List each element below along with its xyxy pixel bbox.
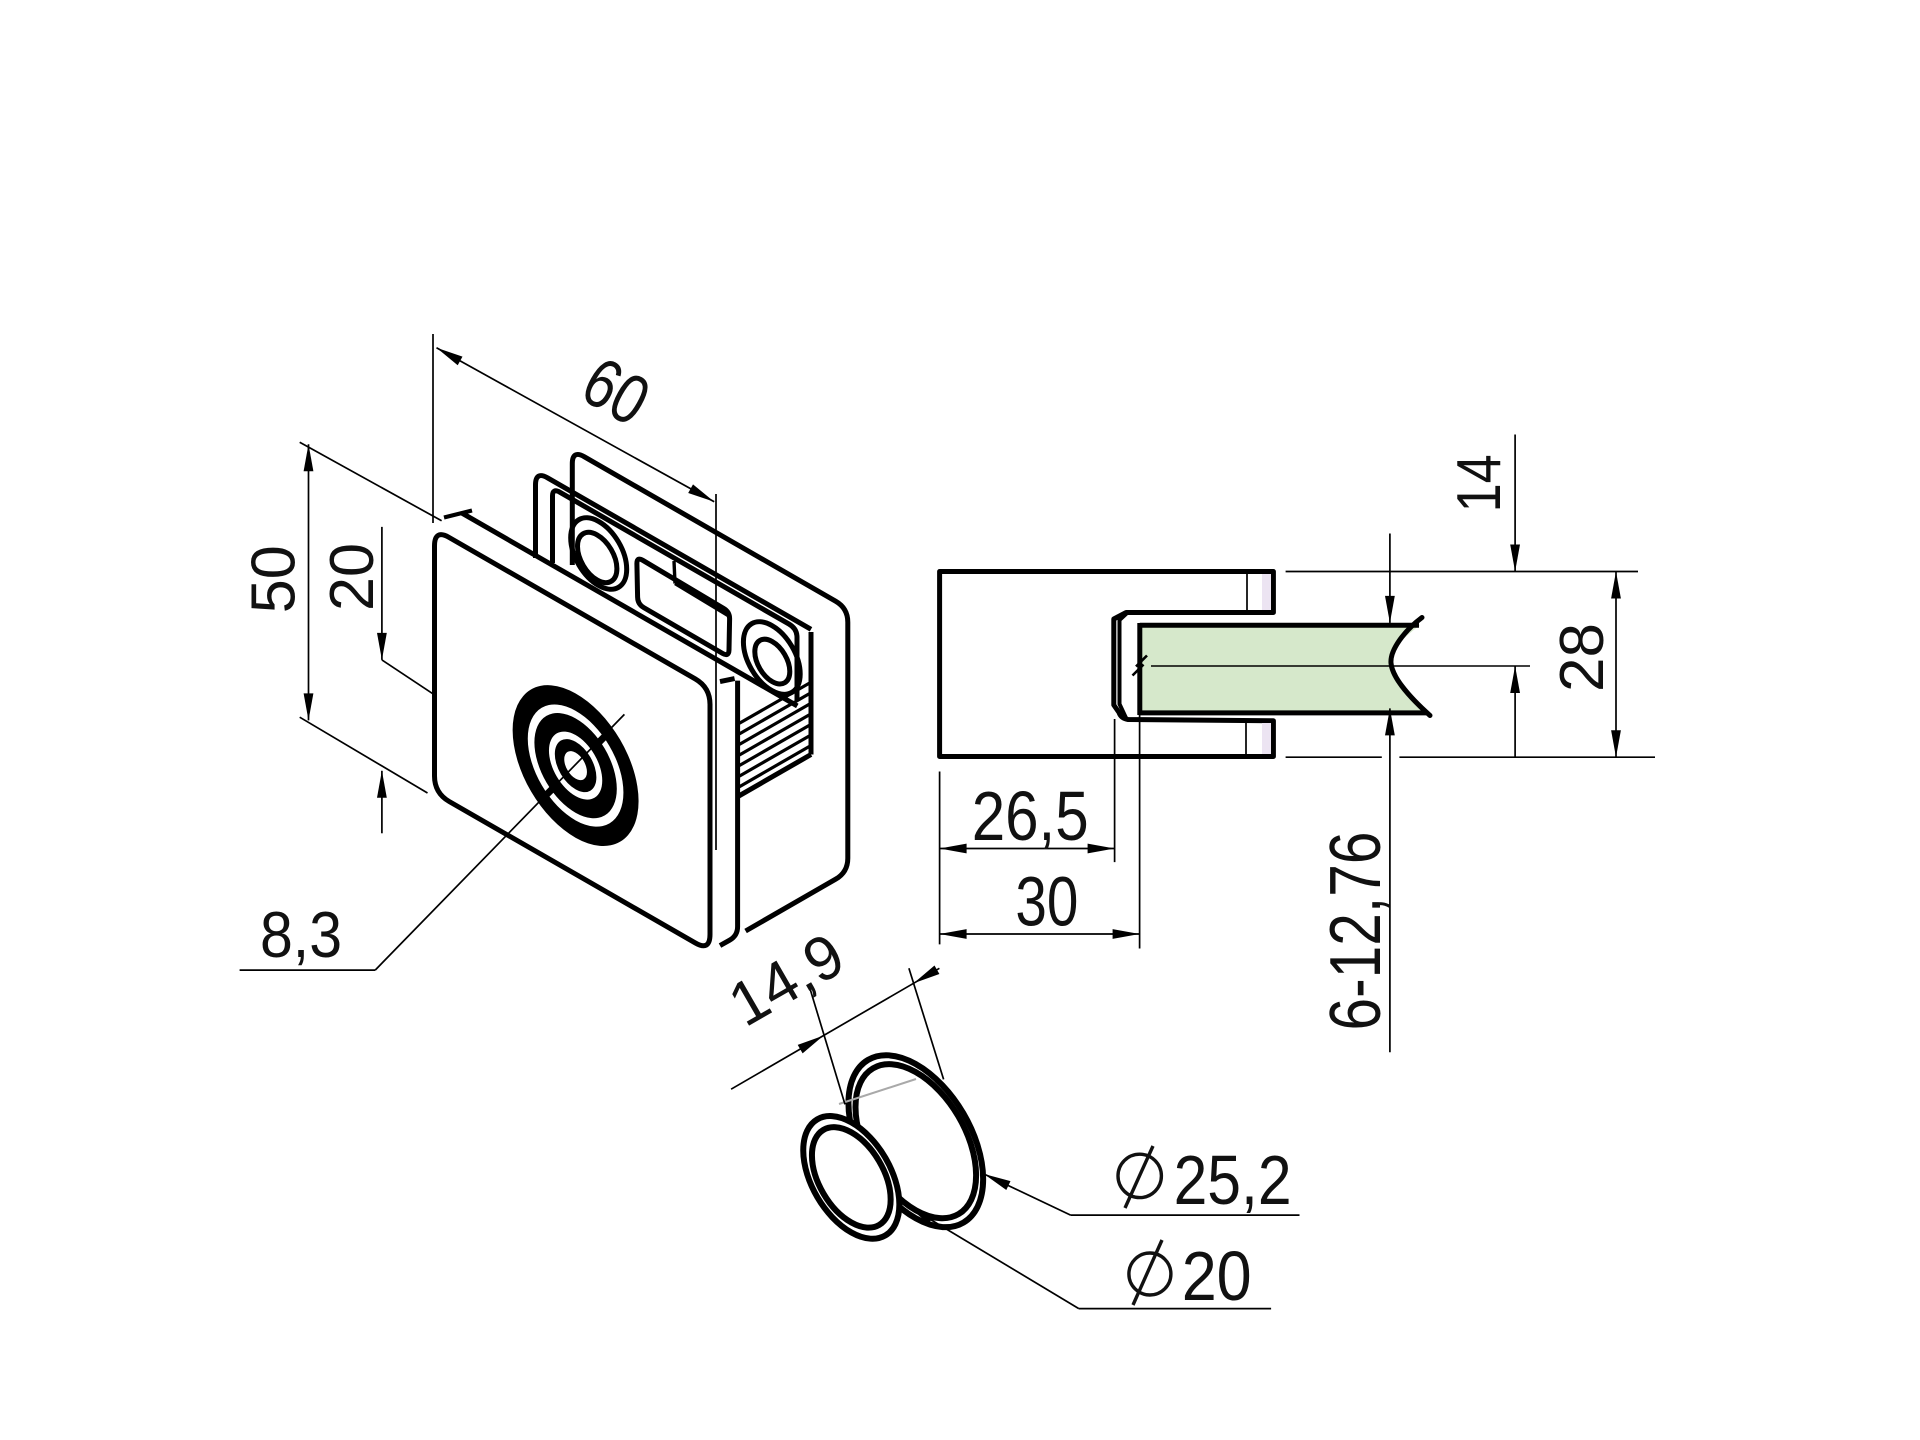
svg-text:50: 50: [240, 545, 309, 613]
svg-text:20: 20: [1182, 1237, 1252, 1315]
svg-text:28: 28: [1548, 623, 1617, 692]
svg-text:20: 20: [318, 543, 387, 611]
svg-text:14: 14: [1445, 454, 1514, 512]
svg-text:6-12,76: 6-12,76: [1316, 832, 1396, 1031]
svg-text:25,2: 25,2: [1174, 1141, 1292, 1219]
svg-text:8,3: 8,3: [260, 898, 342, 971]
svg-text:30: 30: [1015, 863, 1078, 941]
svg-text:26,5: 26,5: [972, 777, 1089, 855]
